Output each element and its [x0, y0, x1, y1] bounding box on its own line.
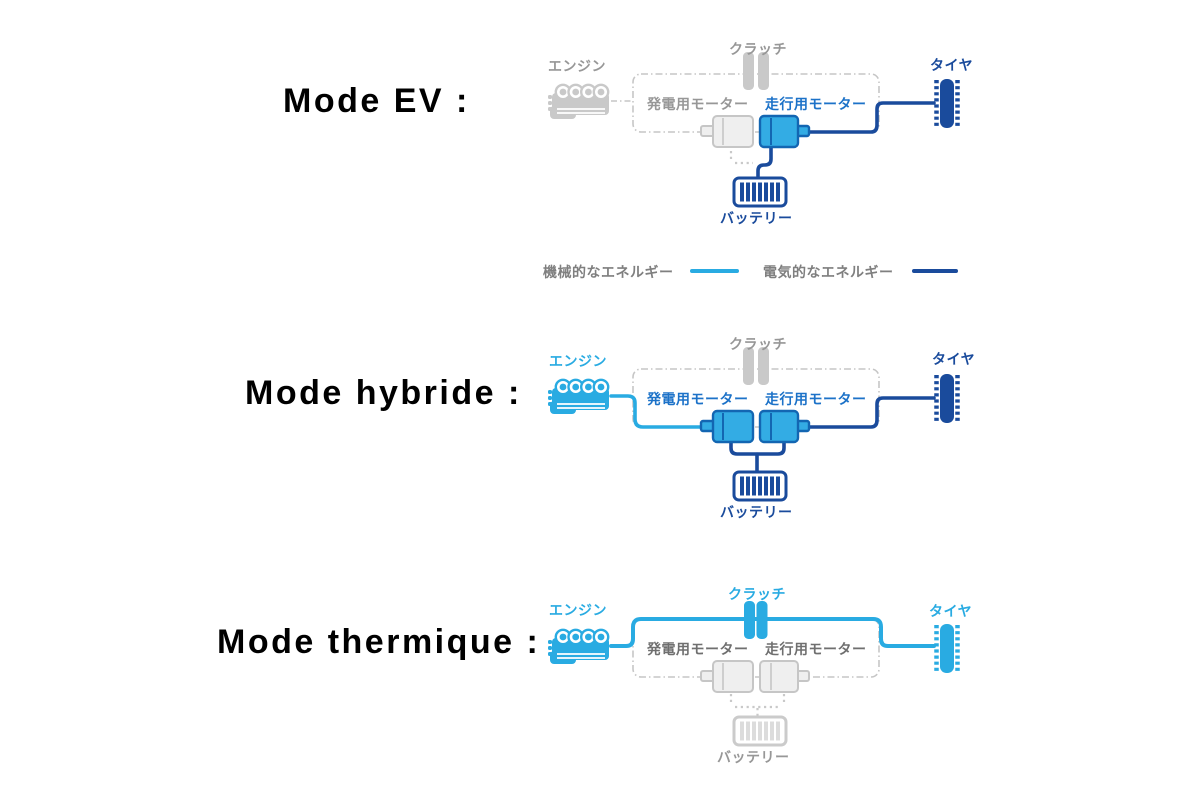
battery-label: バッテリー [720, 504, 793, 520]
engine-icon [548, 628, 610, 664]
electrical-wire-generator-to-battery [729, 440, 758, 456]
traction-motor-icon [759, 660, 810, 693]
clutch-label: クラッチ [728, 586, 786, 602]
electrical-wire-traction-to-battery [756, 440, 786, 456]
generator-motor-icon [700, 660, 754, 693]
legend-electrical-label: 電気的なエネルギー [763, 264, 894, 280]
legend-mechanical-label: 機械的なエネルギー [543, 264, 674, 280]
generator-motor-label: 発電用モーター [647, 391, 749, 407]
engine-label: エンジン [549, 353, 607, 369]
tire-label: タイヤ [929, 603, 973, 619]
generator-motor-label: 発電用モーター [647, 96, 749, 112]
clutch-label: クラッチ [729, 336, 787, 352]
traction-motor-label: 走行用モーター [765, 96, 867, 112]
battery-icon [732, 715, 788, 747]
traction-motor-icon [758, 114, 811, 149]
diagram-mode-thermique [548, 601, 960, 747]
battery-icon [732, 470, 788, 502]
mode-hybride-title: Mode hybride : [245, 374, 522, 412]
legend-mechanical-line [690, 269, 739, 273]
traction-motor-icon [758, 409, 811, 444]
engine-label: エンジン [549, 602, 607, 618]
engine-label: エンジン [548, 58, 606, 74]
battery-icon [732, 176, 788, 208]
electrical-wire-traction-to-tire [808, 101, 936, 134]
tire-icon [934, 79, 960, 128]
battery-label: バッテリー [717, 749, 790, 765]
mechanical-wire-engine-to-generator [609, 394, 703, 429]
tire-label: タイヤ [932, 351, 976, 367]
legend-electrical-line [912, 269, 958, 273]
clutch-label: クラッチ [729, 41, 787, 57]
generator-motor-label: 発電用モーター [647, 641, 749, 657]
generator-motor-icon [699, 409, 755, 444]
tire-label: タイヤ [930, 57, 974, 73]
battery-label: バッテリー [720, 210, 793, 226]
generator-motor-icon [700, 115, 754, 148]
tire-icon [934, 374, 960, 423]
mode-thermique-title: Mode thermique : [217, 623, 541, 661]
traction-motor-label: 走行用モーター [765, 641, 867, 657]
mode-ev-title: Mode EV : [283, 82, 470, 120]
clutch-icon [743, 347, 769, 385]
engine-icon [548, 378, 610, 414]
electrical-wire-traction-to-battery [756, 145, 773, 178]
clutch-icon [744, 601, 768, 639]
diagram-mode-ev [548, 52, 960, 208]
electrical-wire-traction-to-tire [808, 396, 936, 429]
diagram-mode-hybride [548, 347, 960, 502]
engine-icon [548, 83, 610, 119]
traction-motor-label: 走行用モーター [765, 391, 867, 407]
transmission-dashed-box [632, 618, 880, 678]
tire-icon [934, 624, 960, 673]
clutch-icon [743, 52, 769, 90]
